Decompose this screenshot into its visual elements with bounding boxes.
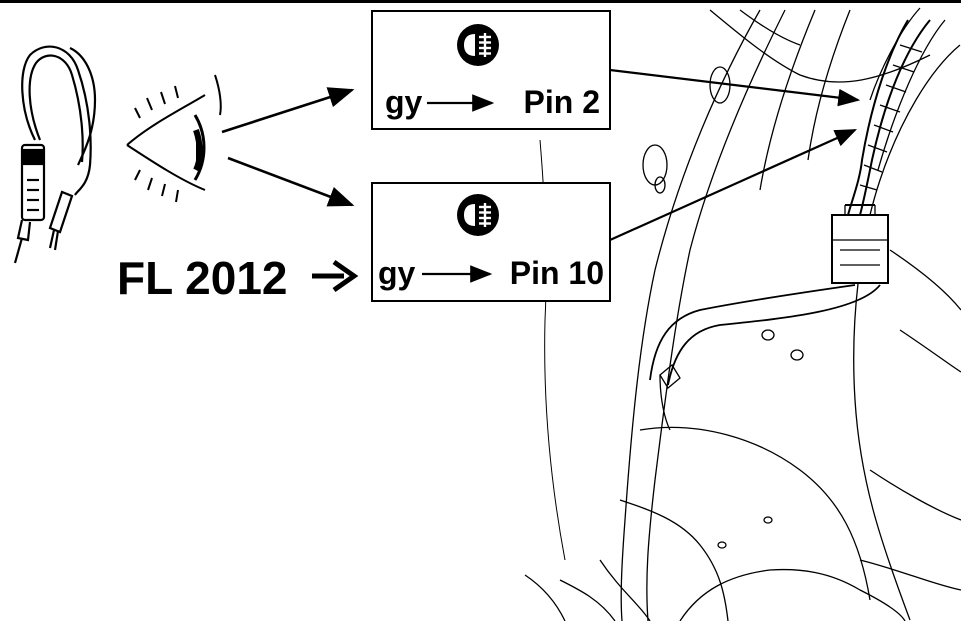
wire-color-label-top: gy: [385, 84, 423, 120]
eye-arrow-top: [221, 87, 355, 134]
wire-color-label-bottom: gy: [378, 255, 416, 291]
fog-light-icon: [457, 24, 499, 66]
pin-label-bottom: Pin 10: [510, 255, 604, 291]
pin10-arrow: [609, 128, 858, 242]
connection-box-bottom: gy Pin 10: [371, 182, 611, 302]
model-year-label: FL 2012: [117, 252, 287, 304]
pin2-arrow: [609, 68, 861, 107]
connection-box-top: gy Pin 2: [371, 10, 611, 130]
pin-label-top: Pin 2: [524, 84, 600, 120]
test-lamp-icon: [13, 45, 97, 264]
fog-light-icon: [457, 194, 499, 236]
model-year-arrow-icon: [312, 259, 359, 293]
eye-icon: [126, 74, 222, 203]
eye-arrow-bottom: [227, 156, 355, 207]
vehicle-body-illustration: [524, 7, 961, 621]
